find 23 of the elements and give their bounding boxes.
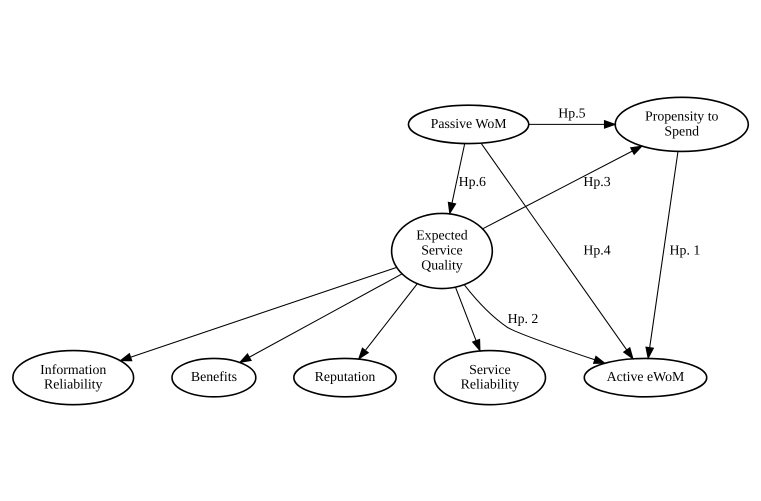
node-ellipse: Expected Service Quality bbox=[390, 212, 494, 289]
edge-label: Hp.5 bbox=[558, 104, 586, 120]
node-ellipse: Service Reliability bbox=[434, 349, 546, 405]
arrow bbox=[238, 273, 402, 363]
node-ellipse: Propensity to Spend bbox=[614, 96, 750, 152]
edge-label: Hp.4 bbox=[583, 242, 611, 258]
arrow bbox=[464, 284, 606, 364]
node-ellipse: Benefits bbox=[171, 357, 257, 398]
edge-label: Hp. 2 bbox=[508, 310, 538, 326]
arrow bbox=[455, 286, 480, 352]
arrow bbox=[528, 119, 617, 128]
arrow bbox=[480, 142, 634, 360]
node-ellipse: Passive WoM bbox=[408, 104, 530, 144]
node-ellipse: Reputation bbox=[293, 357, 397, 398]
arrow bbox=[645, 151, 678, 360]
arrow bbox=[482, 144, 644, 229]
edge-label: Hp.3 bbox=[583, 174, 611, 189]
arrow bbox=[118, 266, 397, 361]
arrow bbox=[448, 143, 466, 215]
node-ellipse: Active eWoM bbox=[583, 357, 708, 398]
arrow bbox=[358, 283, 418, 360]
edge-label: Hp. 1 bbox=[670, 242, 700, 258]
edge-label: Hp.6 bbox=[458, 174, 486, 189]
